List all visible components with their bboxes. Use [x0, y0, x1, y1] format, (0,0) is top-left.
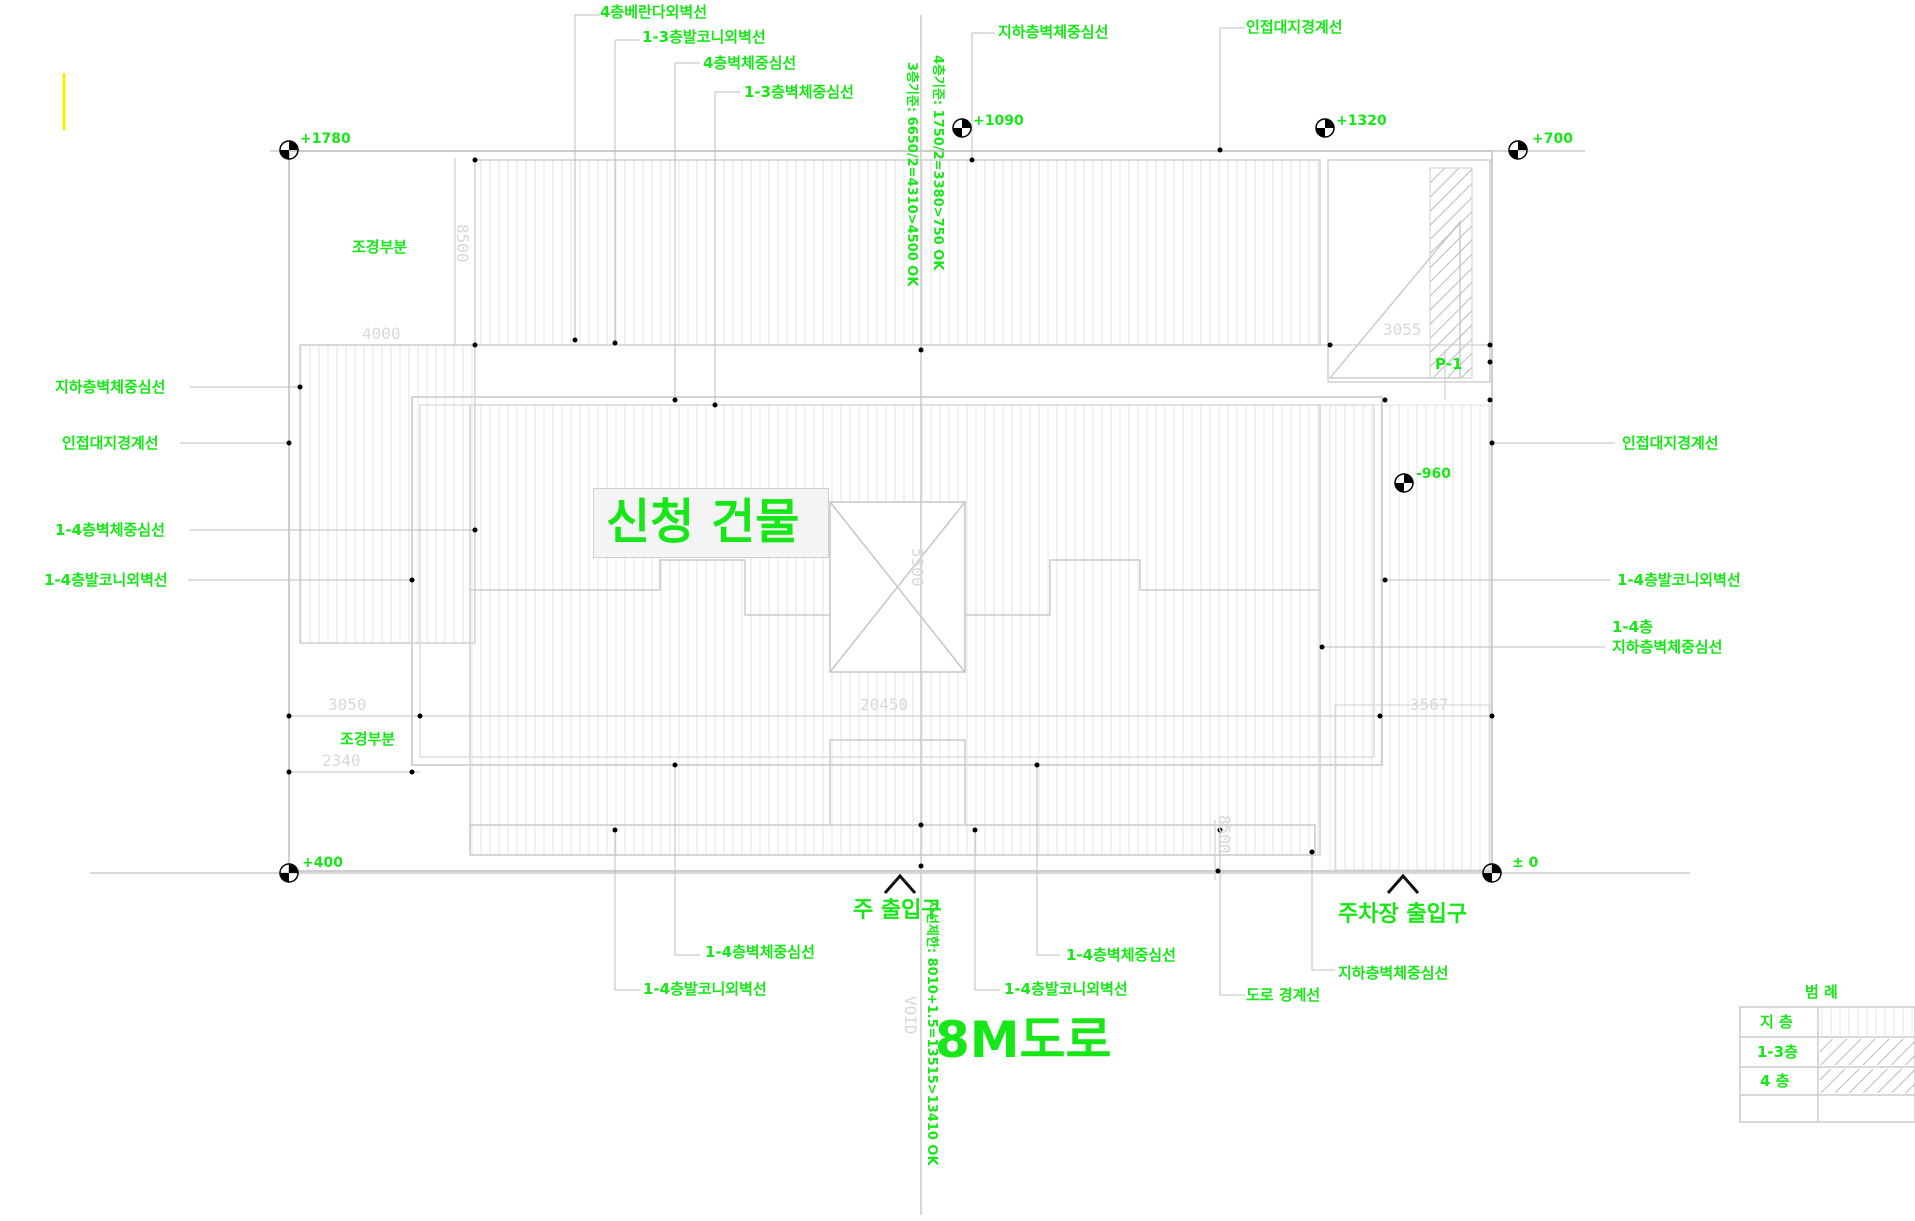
- dim-0: 4000: [362, 324, 401, 343]
- label-left-0: 지하층벽체중심선: [55, 378, 166, 396]
- label-top-2: 4층벽체중심선: [703, 54, 797, 72]
- level-6: ± 0: [1512, 855, 1539, 871]
- legend-row-2: 4 층: [1760, 1072, 1790, 1090]
- label-right-1: 1-4층발코니외벽선: [1617, 571, 1741, 589]
- label-bottom-1: 1-4층발코니외벽선: [643, 980, 767, 998]
- label-top-1: 1-3층발코니외벽선: [642, 28, 766, 46]
- note-top-b: 3층기준: 6650/2=4310>4500 OK: [904, 62, 919, 287]
- level-3: +700: [1532, 131, 1573, 147]
- label-top-0: 4층베란다외벽선: [600, 3, 708, 21]
- level-4: -960: [1416, 466, 1452, 482]
- landscape-label-1: 조경부분: [340, 730, 396, 748]
- label-top-3: 1-3층벽체중심선: [744, 83, 854, 101]
- label-left-3: 1-4층발코니외벽선: [44, 571, 168, 589]
- title-box: [593, 488, 829, 558]
- level-0: +1780: [300, 131, 351, 147]
- label-bottom-5: 지하층벽체중심선: [1338, 964, 1449, 982]
- main-entrance-arrow: [883, 873, 917, 894]
- dim-2: 3055: [1383, 320, 1422, 339]
- dim-3: 3050: [328, 695, 367, 714]
- parking-entrance-arrow: [1386, 873, 1420, 894]
- level-1: +1090: [973, 113, 1024, 129]
- dim-6: 3567: [1410, 695, 1449, 714]
- basement-upper: [474, 159, 1321, 346]
- legend-row-1: 1-3층: [1757, 1043, 1798, 1061]
- dim-1: 8500: [453, 224, 472, 263]
- p1-label: P-1: [1435, 355, 1463, 373]
- dim-7: 2340: [322, 751, 361, 770]
- label-right-0: 인접대지경계선: [1622, 434, 1719, 452]
- dim-4: 5500: [908, 548, 927, 587]
- main-entrance-label: 주 출입구: [853, 898, 942, 923]
- label-top-4: 지하층벽체중심선: [998, 23, 1109, 41]
- road-label: 8M도로: [935, 1011, 1112, 1069]
- label-left-2: 1-4층벽체중심선: [55, 521, 165, 539]
- legend-table: [1739, 1006, 1915, 1123]
- level-2: +1320: [1336, 113, 1387, 129]
- label-left-1: 인접대지경계선: [62, 434, 159, 452]
- legend-row-0: 지 층: [1760, 1013, 1793, 1031]
- note-bottom-a: VOID: [901, 996, 920, 1035]
- landscape-label-0: 조경부분: [352, 238, 408, 256]
- dim-5: 20450: [860, 695, 909, 714]
- level-5: +400: [302, 855, 343, 871]
- legend-title: 범 례: [1805, 983, 1838, 1001]
- level-markers: [279, 118, 1528, 883]
- label-bottom-0: 1-4층벽체중심선: [705, 943, 815, 961]
- dim-8: 8500: [1215, 815, 1234, 854]
- parking-entrance-label: 주차장 출입구: [1338, 902, 1468, 927]
- label-right-2: 1-4층: [1612, 618, 1653, 636]
- label-bottom-4: 도로 경계선: [1246, 986, 1321, 1004]
- label-top-5: 인접대지경계선: [1246, 18, 1343, 36]
- note-top-a: 4층기준: 1750/2=3380>750 OK: [930, 55, 945, 271]
- parking-hatch: [1429, 167, 1473, 379]
- note-bottom-b: 사선제한: 8010+1.5=13515>13410 OK: [924, 900, 939, 1166]
- building-title: 신청 건물: [606, 494, 800, 550]
- label-bottom-3: 1-4층발코니외벽선: [1004, 980, 1128, 998]
- label-bottom-2: 1-4층벽체중심선: [1066, 946, 1176, 964]
- label-right-3: 지하층벽체중심선: [1612, 638, 1723, 656]
